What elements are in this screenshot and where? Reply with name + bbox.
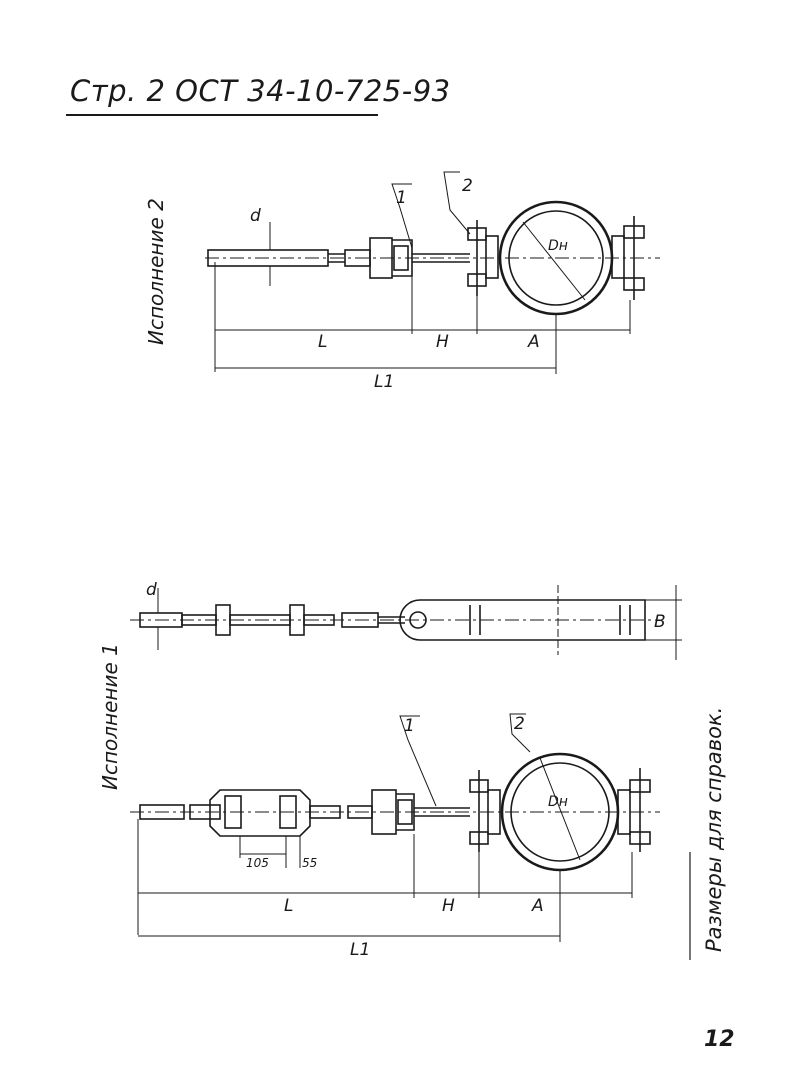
variant-2-pos-2: 2 — [462, 176, 473, 196]
drawing-variant-1-front — [130, 713, 691, 960]
drawing-variant-1-side — [130, 585, 682, 660]
variant-1-pos-2: 2 — [514, 714, 525, 734]
reference-note: Размеры для справок. — [702, 706, 726, 952]
variant-1-B-label: B — [654, 612, 666, 632]
variant-1-L1-label: L1 — [350, 940, 371, 960]
variant-2-dn-label: Dн — [548, 238, 568, 254]
variant-1-L-label: L — [284, 896, 294, 916]
variant-2-H-label: H — [436, 332, 449, 352]
variant-2-title: Исполнение 2 — [144, 198, 168, 345]
variant-1-H-label: H — [442, 896, 455, 916]
header-underline — [66, 114, 378, 116]
page-number: 12 — [704, 1027, 735, 1052]
variant-2-pos-1: 1 — [396, 188, 407, 208]
variant-1-d-label: d — [146, 580, 157, 600]
variant-2-A-label: A — [528, 332, 540, 352]
variant-2-L1-label: L1 — [374, 372, 395, 392]
standard-code: ОСТ 34-10-725-93 — [175, 74, 451, 108]
page-prefix: Стр. 2 — [70, 74, 166, 108]
variant-1-pos-1: 1 — [404, 716, 415, 736]
drawing-variant-2 — [205, 171, 660, 374]
variant-1-title: Исполнение 1 — [98, 643, 122, 790]
variant-2-d-label: d — [250, 206, 261, 226]
document-header: Стр. 2 ОСТ 34-10-725-93 — [70, 74, 451, 108]
variant-1-dn-label: Dн — [548, 794, 568, 810]
variant-1-A-label: A — [532, 896, 544, 916]
variant-1-dim-105: 105 — [246, 856, 269, 870]
variant-2-L-label: L — [318, 332, 328, 352]
variant-1-dim-55: 55 — [302, 856, 318, 870]
